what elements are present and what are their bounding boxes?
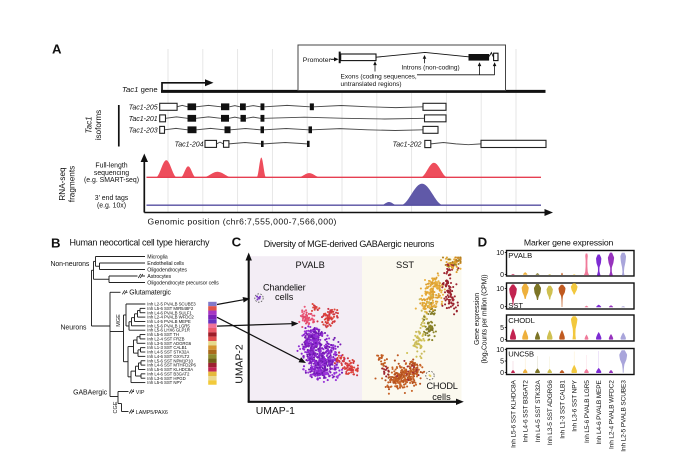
svg-text:Inh L4-6 SST MTHFD2P6: Inh L4-6 SST MTHFD2P6 bbox=[147, 363, 196, 368]
svg-text:CHODL: CHODL bbox=[508, 316, 535, 325]
svg-text:VIP: VIP bbox=[136, 390, 145, 396]
svg-text:isoforms: isoforms bbox=[94, 110, 103, 140]
svg-text:Marker gene expression: Marker gene expression bbox=[524, 238, 614, 248]
svg-text:Inh L3-6 SST NPY: Inh L3-6 SST NPY bbox=[572, 380, 579, 432]
svg-text:PVALB: PVALB bbox=[296, 260, 325, 270]
svg-text:Promoter: Promoter bbox=[303, 57, 332, 64]
svg-text:UNC5B: UNC5B bbox=[508, 350, 534, 359]
svg-text:Oligodendrocyte precursor cell: Oligodendrocyte precursor cells bbox=[147, 280, 219, 286]
svg-text:5: 5 bbox=[500, 325, 504, 332]
svg-text:LAMP5/PAX6: LAMP5/PAX6 bbox=[136, 410, 168, 416]
svg-text:Tac1: Tac1 bbox=[85, 116, 94, 133]
svg-text:sequencing: sequencing bbox=[94, 170, 129, 177]
svg-text:Inh L5-6 SST KLHDC8A: Inh L5-6 SST KLHDC8A bbox=[511, 380, 518, 448]
svg-text:UMAP-1: UMAP-1 bbox=[256, 406, 295, 417]
svg-text:untranslated regions): untranslated regions) bbox=[341, 81, 402, 88]
svg-text:MGE: MGE bbox=[116, 314, 122, 327]
svg-text:Microglia: Microglia bbox=[147, 254, 167, 260]
svg-text:CGE: CGE bbox=[113, 401, 119, 413]
svg-text:UMAP-2: UMAP-2 bbox=[235, 344, 246, 383]
svg-text:Introns (non-coding): Introns (non-coding) bbox=[402, 64, 460, 71]
svg-text:0: 0 bbox=[500, 304, 504, 311]
svg-text:Inh L4-6 SST B3GAT2: Inh L4-6 SST B3GAT2 bbox=[147, 371, 190, 376]
svg-text:C: C bbox=[232, 235, 242, 250]
svg-text:Inh L2-4 PVALB WFDC2: Inh L2-4 PVALB WFDC2 bbox=[609, 380, 616, 449]
svg-text:10: 10 bbox=[496, 347, 504, 354]
svg-text:Inh L5-6 PVALB LGR5: Inh L5-6 PVALB LGR5 bbox=[584, 380, 591, 443]
svg-text:Inh L5-6 SST TH: Inh L5-6 SST TH bbox=[147, 332, 179, 337]
svg-text:Inh L5-6 SST NPY: Inh L5-6 SST NPY bbox=[147, 380, 182, 385]
svg-text:CHODL: CHODL bbox=[427, 381, 458, 391]
svg-text:GABAergic: GABAergic bbox=[73, 390, 108, 397]
svg-text:Inh L2-5 PVALB SCUBE3: Inh L2-5 PVALB SCUBE3 bbox=[147, 302, 196, 307]
svg-text:Inh L1-3 SST CALB1: Inh L1-3 SST CALB1 bbox=[147, 345, 187, 350]
svg-text:Inh L5-6 SST KLHDC8A: Inh L5-6 SST KLHDC8A bbox=[147, 367, 193, 372]
svg-text:Inh L4-6 SST GXYLT2: Inh L4-6 SST GXYLT2 bbox=[147, 354, 190, 359]
svg-text:Tac1-201: Tac1-201 bbox=[129, 116, 158, 123]
svg-text:Non-neurons: Non-neurons bbox=[51, 261, 90, 268]
svg-text:Neurons: Neurons bbox=[60, 324, 87, 331]
svg-text:Inh L2-4 PVALB WFDC2: Inh L2-4 PVALB WFDC2 bbox=[147, 315, 194, 320]
svg-text:Oligodendrocytes: Oligodendrocytes bbox=[147, 267, 187, 273]
svg-text:3' end tags: 3' end tags bbox=[95, 195, 129, 202]
svg-text:A: A bbox=[52, 42, 62, 57]
svg-text:cells: cells bbox=[275, 292, 294, 302]
svg-text:Inh L4-5 PVALB MEPE: Inh L4-5 PVALB MEPE bbox=[147, 319, 191, 324]
svg-text:SST: SST bbox=[396, 260, 414, 270]
svg-text:Diversity of MGE-derived GABAe: Diversity of MGE-derived GABAergic neuro… bbox=[264, 239, 435, 249]
svg-text:Human neocortical cell type hi: Human neocortical cell type hierarchy bbox=[70, 238, 210, 248]
svg-text:PVALB: PVALB bbox=[508, 251, 532, 260]
svg-text:Inh L5-6 LHX6 GLP1R: Inh L5-6 LHX6 GLP1R bbox=[147, 328, 190, 333]
svg-text:Inh L3-5 SST ADGRG6: Inh L3-5 SST ADGRG6 bbox=[547, 380, 554, 445]
svg-text:(log₂Counts per million (CPM)): (log₂Counts per million (CPM)) bbox=[481, 275, 488, 364]
svg-text:Inh L3-6 SST HPGD: Inh L3-6 SST HPGD bbox=[147, 376, 185, 381]
svg-text:cells: cells bbox=[432, 392, 451, 402]
svg-text:B: B bbox=[51, 236, 61, 251]
svg-text:D: D bbox=[478, 234, 488, 249]
svg-text:Inh L4-5 SST STK32A: Inh L4-5 SST STK32A bbox=[535, 380, 542, 443]
svg-text:Full-length: Full-length bbox=[95, 163, 127, 170]
svg-text:5: 5 bbox=[500, 358, 504, 365]
svg-text:Endothelial cells: Endothelial cells bbox=[147, 261, 184, 267]
svg-text:Glutamatergic: Glutamatergic bbox=[129, 289, 171, 296]
svg-text:Inh L5-6 SST NPM1P10: Inh L5-6 SST NPM1P10 bbox=[147, 358, 193, 363]
svg-text:Chandelier: Chandelier bbox=[263, 282, 306, 292]
svg-text:0: 0 bbox=[500, 370, 504, 377]
svg-text:Inh L4-6 SST B3GAT2: Inh L4-6 SST B3GAT2 bbox=[523, 380, 530, 443]
svg-text:Tac1-203: Tac1-203 bbox=[129, 127, 158, 134]
svg-text:Tac1-204: Tac1-204 bbox=[175, 142, 204, 149]
svg-text:Exons (coding sequences,: Exons (coding sequences, bbox=[341, 73, 417, 80]
svg-text:10: 10 bbox=[496, 250, 504, 257]
svg-text:Inh L3-5 SST ADGRG6: Inh L3-5 SST ADGRG6 bbox=[147, 341, 192, 346]
svg-text:Inh L5-6 SST MIR548F2: Inh L5-6 SST MIR548F2 bbox=[147, 306, 194, 311]
svg-text:fragments: fragments bbox=[68, 166, 77, 202]
svg-text:(e.g. 10x): (e.g. 10x) bbox=[97, 202, 126, 209]
svg-text:SST: SST bbox=[508, 301, 523, 310]
svg-text:Tac1 gene: Tac1 gene bbox=[122, 85, 158, 94]
svg-text:Inh L4-6 PVALB MEPE: Inh L4-6 PVALB MEPE bbox=[596, 380, 603, 445]
svg-text:Inh L1-3 SST CALB1: Inh L1-3 SST CALB1 bbox=[560, 380, 567, 439]
svg-text:Inh L2-4 SST FRZB: Inh L2-4 SST FRZB bbox=[147, 336, 184, 341]
svg-text:Tac1-202: Tac1-202 bbox=[393, 142, 422, 149]
svg-text:RNA-seq: RNA-seq bbox=[58, 167, 67, 201]
svg-text:Inh L4-5 SST STK32A: Inh L4-5 SST STK32A bbox=[147, 350, 189, 355]
svg-text:10: 10 bbox=[496, 286, 504, 293]
svg-text:Tac1-205: Tac1-205 bbox=[129, 104, 158, 111]
svg-text:Genomic position (chr6:7,555,0: Genomic position (chr6:7,555,000-7,566,0… bbox=[148, 216, 337, 226]
svg-text:Inh L2-5 PVALB SCUBE3: Inh L2-5 PVALB SCUBE3 bbox=[621, 380, 628, 452]
svg-text:(e.g. SMART-seq): (e.g. SMART-seq) bbox=[84, 177, 139, 184]
svg-text:Gene expression: Gene expression bbox=[474, 293, 481, 345]
svg-text:Inh L5-6 PVALB LGR5: Inh L5-6 PVALB LGR5 bbox=[147, 323, 190, 328]
svg-text:0: 0 bbox=[500, 272, 504, 279]
svg-text:0: 0 bbox=[500, 337, 504, 344]
svg-text:Inh L4-6 PVALB SULF1: Inh L4-6 PVALB SULF1 bbox=[147, 310, 192, 315]
svg-text:Astrocytes: Astrocytes bbox=[147, 274, 171, 280]
